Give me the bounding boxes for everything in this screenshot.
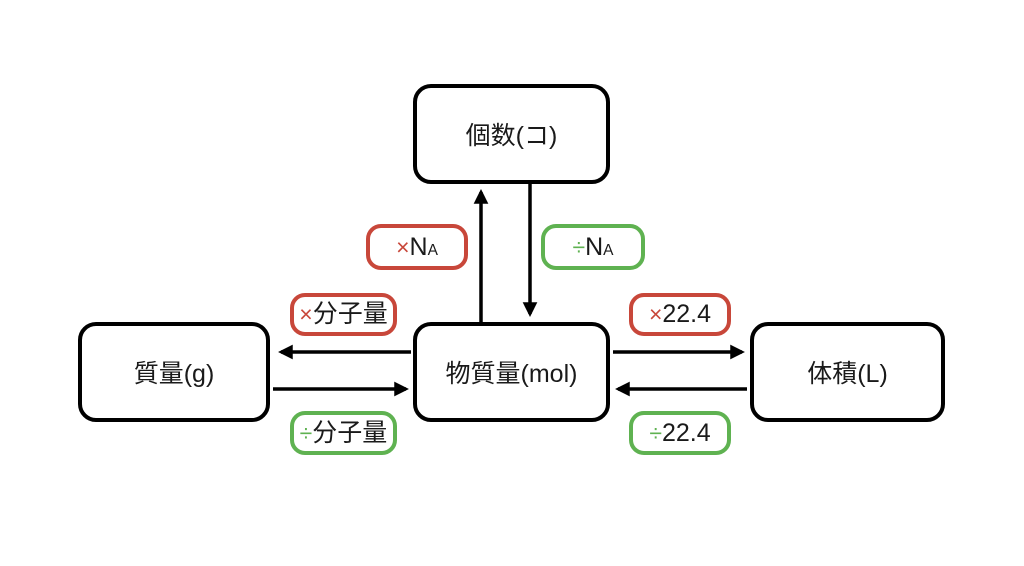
badge-divide-molar-mass: ÷分子量: [290, 411, 397, 455]
badge-divide-molar-volume: ÷22.4: [629, 411, 731, 455]
multiply-operator: ×: [396, 233, 410, 260]
multiply-operator: ×: [299, 301, 313, 327]
node-mass: 質量(g): [78, 322, 270, 422]
badge-multiply-molar-mass-text: 分子量: [312, 300, 388, 328]
badge-divide-avogadro-text: N: [585, 232, 604, 261]
node-volume-label: 体積(L): [807, 360, 888, 388]
badge-multiply-molar-volume-text: 22.4: [662, 300, 712, 328]
badge-divide-molar-mass-text: 分子量: [312, 418, 388, 447]
node-count: 個数(コ): [413, 84, 610, 184]
badge-multiply-avogadro-text: N: [409, 232, 428, 261]
badge-divide-molar-volume-text: 22.4: [661, 418, 711, 447]
node-mass-label: 質量(g): [133, 360, 215, 388]
divide-operator: ÷: [299, 419, 313, 446]
badge-multiply-molar-volume: ×22.4: [629, 293, 731, 336]
node-volume: 体積(L): [750, 322, 945, 422]
node-count-label: 個数(コ): [465, 122, 558, 150]
badge-multiply-molar-mass: ×分子量: [290, 293, 397, 336]
divide-operator: ÷: [649, 419, 662, 446]
node-amount: 物質量(mol): [413, 322, 610, 422]
divide-operator: ÷: [572, 233, 586, 260]
multiply-operator: ×: [648, 301, 663, 327]
node-amount-label: 物質量(mol): [445, 360, 578, 388]
